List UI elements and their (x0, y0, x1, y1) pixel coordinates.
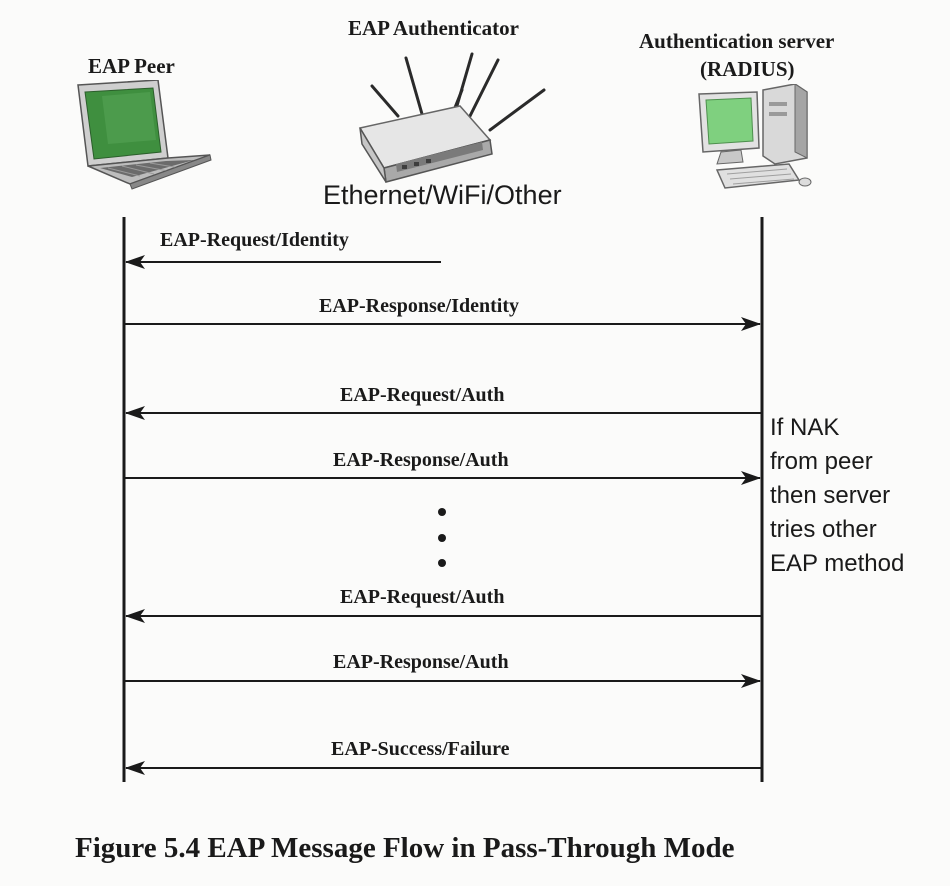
authenticator-label: EAP Authenticator (348, 16, 519, 40)
nak-note-line: EAP method (770, 550, 905, 577)
desktop-computer-icon (698, 84, 812, 189)
wireless-router-icon (358, 52, 546, 183)
ellipsis-dot (438, 534, 446, 542)
nak-note: If NAK from peer then server tries other… (770, 411, 904, 581)
peer-label: EAP Peer (88, 54, 175, 78)
msg-label-success-failure: EAP-Success/Failure (331, 738, 510, 760)
nak-note-line: tries other (770, 516, 877, 543)
ellipsis-dot (438, 559, 446, 567)
ellipsis-dot (438, 508, 446, 516)
laptop-icon (77, 80, 212, 190)
msg-label-request-auth-1: EAP-Request/Auth (340, 384, 505, 406)
msg-label-request-identity: EAP-Request/Identity (160, 229, 349, 251)
msg-label-response-auth-2: EAP-Response/Auth (333, 651, 509, 673)
medium-label: Ethernet/WiFi/Other (323, 180, 562, 210)
figure-caption: Figure 5.4 EAP Message Flow in Pass-Thro… (75, 832, 735, 864)
nak-note-line: If NAK (770, 414, 840, 441)
msg-label-response-auth-1: EAP-Response/Auth (333, 449, 509, 471)
nak-note-line: from peer (770, 448, 873, 475)
server-label-line2: (RADIUS) (700, 57, 795, 81)
msg-label-request-auth-2: EAP-Request/Auth (340, 586, 505, 608)
nak-note-line: then server (770, 482, 891, 509)
msg-label-response-identity: EAP-Response/Identity (319, 295, 520, 317)
server-label-line1: Authentication server (639, 29, 835, 53)
